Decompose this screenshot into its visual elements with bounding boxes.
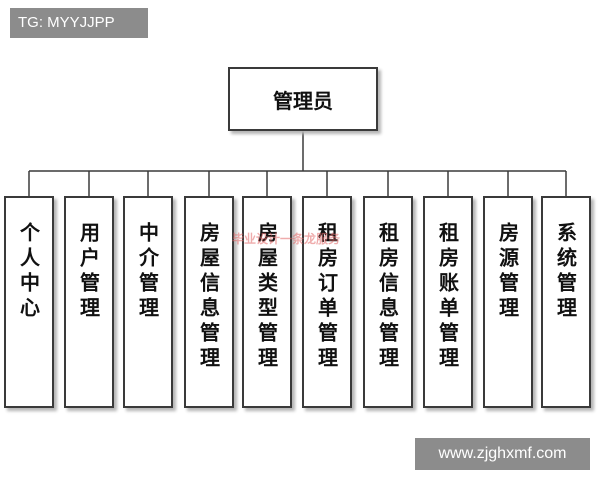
module-box-rental-info-management: 租房信息管理 <box>363 196 413 408</box>
faint-watermark: 毕业设计一条龙服务 <box>232 232 341 246</box>
site-url-watermark: www.zjghxmf.com <box>415 438 590 470</box>
module-label: 用户管理 <box>76 222 101 322</box>
module-label: 租房账单管理 <box>435 222 460 372</box>
root-node-admin: 管理员 <box>228 67 378 131</box>
module-label: 中介管理 <box>135 222 160 322</box>
tg-watermark-tag: TG: MYYJJPP <box>10 8 148 38</box>
module-box-listing-management: 房源管理 <box>483 196 533 408</box>
module-box-agent-management: 中介管理 <box>123 196 173 408</box>
module-box-rental-bill-management: 租房账单管理 <box>423 196 473 408</box>
module-label: 房源管理 <box>495 222 520 322</box>
module-box-house-info-management: 房屋信息管理 <box>184 196 234 408</box>
module-box-rental-order-management: 租房订单管理 <box>302 196 352 408</box>
module-box-user-management: 用户管理 <box>64 196 114 408</box>
module-label: 房屋类型管理 <box>254 222 279 372</box>
module-label: 租房信息管理 <box>375 222 400 372</box>
module-box-system-management: 系统管理 <box>541 196 591 408</box>
module-label: 房屋信息管理 <box>196 222 221 372</box>
root-node-label: 管理员 <box>273 88 333 113</box>
module-box-personal-center: 个人中心 <box>4 196 54 408</box>
module-label: 租房订单管理 <box>314 222 339 372</box>
module-label: 系统管理 <box>553 222 578 322</box>
module-label: 个人中心 <box>16 222 41 322</box>
module-box-house-type-management: 房屋类型管理 <box>242 196 292 408</box>
